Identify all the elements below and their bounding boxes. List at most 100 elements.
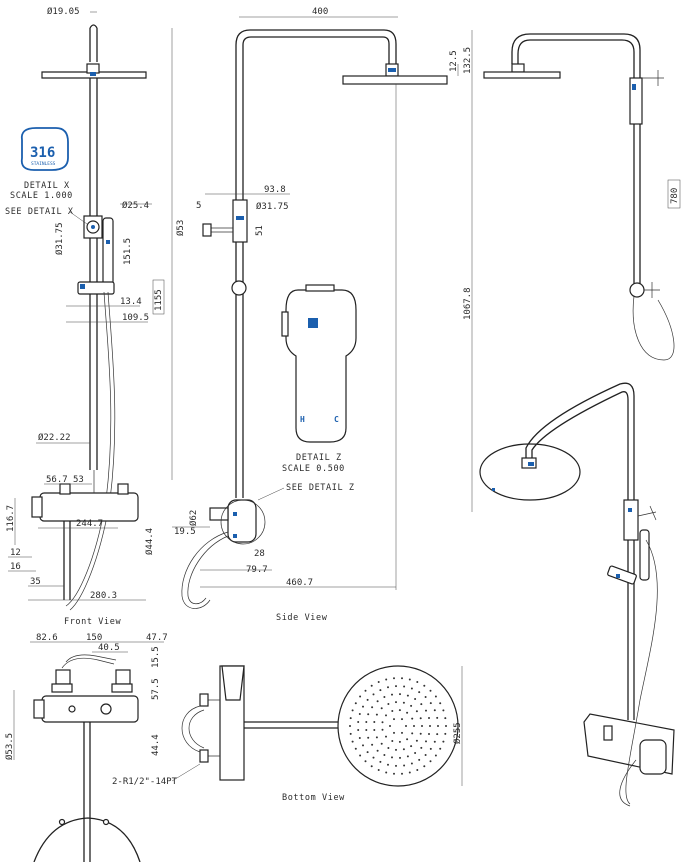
nozzle-dot [385,735,387,738]
nozzle-dot [442,740,445,743]
side-dim-460: 460.7 [286,578,313,588]
bottom-dim-44: 44.4 [151,734,161,756]
nozzle-dot [399,756,401,759]
right-dim-height: 780 [670,188,680,204]
side-dim-19: 19.5 [174,527,196,537]
nozzle-dot [349,725,351,727]
nozzle-dot [428,733,430,735]
side-view: 400 12.5 132.5 1067.8 93.8 5 Ø31.75 Ø53 … [171,7,473,623]
bottom-dim-255: Ø255 [452,722,463,744]
front-view-label: Front View [64,617,121,627]
nozzle-dot [424,696,427,698]
nozzle-dot [429,702,432,705]
detail-z-scale: SCALE 0.500 [282,464,345,474]
side-dim-height: 1067.8 [463,287,473,320]
nozzle-dot [416,681,419,683]
front-dim-244: 244.7 [76,519,103,529]
side-dim-riser: Ø31.75 [256,201,289,212]
nozzle-dot [351,709,354,712]
nozzle-dot [418,758,421,761]
front-dim-height: 1155 [154,289,164,311]
front-dim-pipe-low: Ø22.22 [38,432,71,443]
nozzle-dot [373,729,376,731]
nozzle-dot [395,685,397,688]
nozzle-dot [354,702,357,705]
nozzle-dot [358,713,361,715]
nozzle-dot [419,732,422,735]
nozzle-dot [433,740,436,743]
bottom-dim-82: 82.6 [36,633,58,643]
nozzle-dot [403,685,406,688]
nozzle-dot [413,725,415,727]
nozzle-dot [399,693,401,696]
nozzle-dot [381,721,384,724]
nozzle-dot [370,765,373,768]
nozzle-dot [406,694,409,697]
nozzle-dot [425,709,427,712]
front-dim-handset: 151.5 [123,238,133,265]
nozzle-dot [380,742,383,745]
front-view: Ø19.05 Ø25.4 SEE DETAIL X Ø31.75 [5,6,165,627]
nozzle-dot [445,725,447,727]
nozzle-dot [357,721,360,723]
nozzle-dot [439,747,442,750]
nozzle-dot [401,718,403,721]
nozzle-dot [398,709,401,712]
side-dim-93: 93.8 [264,185,286,195]
isometric-view [479,382,675,807]
nozzle-dot [375,713,378,716]
nozzle-dot [424,754,427,756]
nozzle-dot [362,705,364,708]
nozzle-dot [410,745,413,748]
nozzle-dot [351,740,354,743]
nozzle-dot [411,732,414,735]
nozzle-dot [436,733,439,736]
nozzle-dot [429,747,432,750]
nozzle-dot [380,707,383,710]
nozzle-dot [387,686,389,689]
nozzle-dot [371,706,374,709]
badge-number: 316 [30,145,55,161]
nozzle-dot [372,693,375,696]
nozzle-dot [364,760,367,763]
nozzle-dot [436,716,439,719]
side-dim-79: 79.7 [246,565,268,575]
front-dim-116: 116.7 [6,505,16,532]
side-dim-53: Ø53 [175,220,186,236]
stainless-316-badge: 316 STAINLESS [20,127,69,171]
nozzle-dot [359,754,362,757]
nozzle-dot [362,744,364,747]
nozzle-dot [383,696,386,698]
nozzle-dot [377,769,380,771]
nozzle-dot [428,717,430,719]
nozzle-dot [385,714,387,717]
nozzle-dot [354,747,357,750]
hot-label: H [300,415,305,424]
nozzle-dot [403,764,406,767]
nozzle-dot [423,684,426,687]
nozzle-dot [429,689,432,692]
nozzle-dot [379,760,382,763]
nozzle-dot [408,771,411,774]
nozzle-dot [358,737,361,739]
nozzle-dot [383,754,386,756]
see-detail-z-callout: SEE DETAIL Z [286,483,355,493]
bottom-dim-40: 40.5 [98,643,120,653]
nozzle-dot [406,738,409,741]
nozzle-dot [415,739,418,742]
nozzle-dot [434,754,437,757]
nozzle-dot [391,756,393,759]
cold-label: C [334,415,339,424]
nozzle-dot [398,740,401,743]
nozzle-dot [429,725,431,727]
front-dim-holder: Ø25.4 [122,200,149,211]
thread-note: 2-R1/2"-14PT [112,777,178,787]
nozzle-dot [442,709,445,712]
nozzle-dot [373,721,376,723]
nozzle-dot [423,765,426,768]
nozzle-field [349,677,447,775]
nozzle-dot [401,677,403,680]
nozzle-dot [439,702,442,705]
